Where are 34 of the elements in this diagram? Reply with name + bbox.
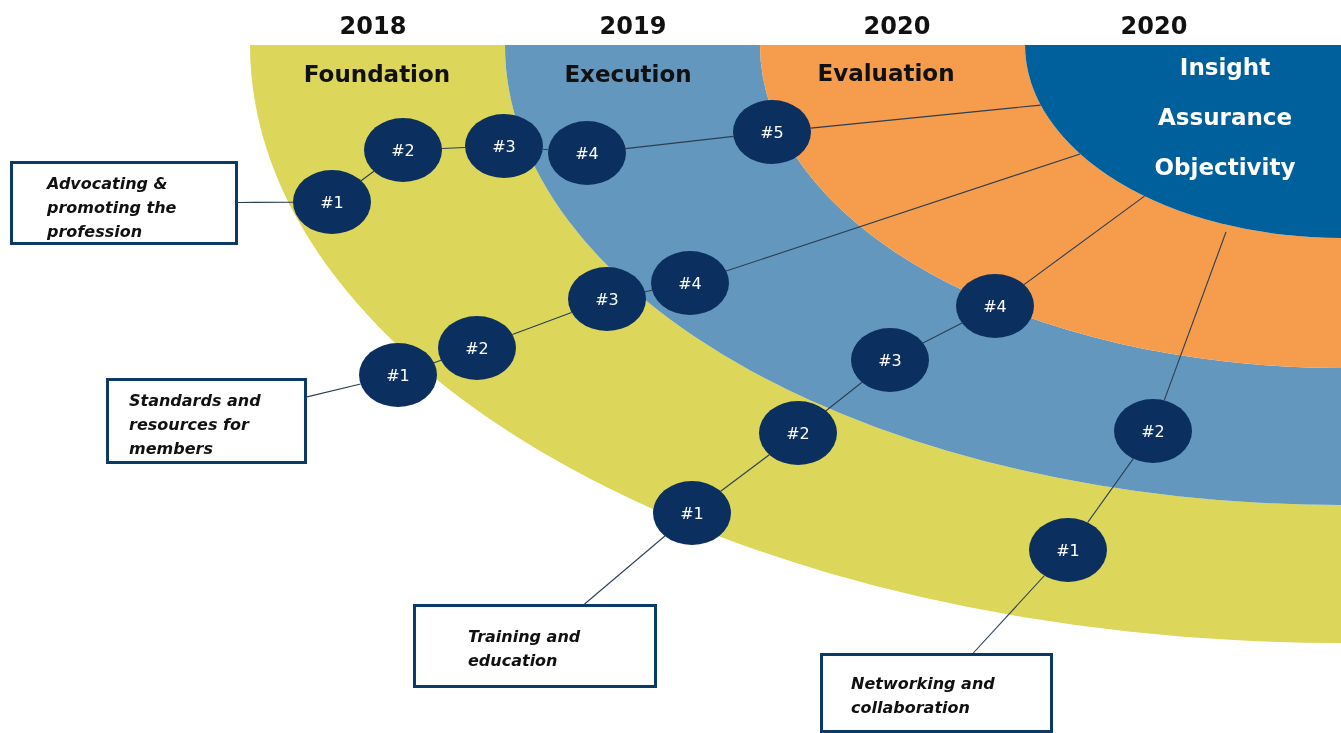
connector-line [584, 535, 666, 605]
topic-card: Networking and collaboration [820, 653, 1053, 733]
connector-line [625, 135, 734, 150]
connector-line [972, 574, 1046, 654]
core-value-text: Assurance [1158, 106, 1292, 129]
connector-line [1163, 231, 1227, 401]
connector-line [725, 153, 1081, 272]
core-value-text: Insight [1179, 56, 1271, 79]
connector-line [720, 454, 770, 492]
band-title: Evaluation [817, 62, 955, 85]
connector-line [441, 146, 466, 150]
band-title: Foundation [303, 63, 451, 86]
connector-line [922, 322, 963, 344]
connector-line [1087, 458, 1134, 523]
connector-line [825, 381, 863, 412]
topic-card: Advocating & promoting the profession [10, 161, 238, 245]
topic-card: Training and education [413, 604, 657, 688]
year-label: 2020 [1120, 14, 1188, 38]
year-label: 2020 [863, 14, 931, 38]
year-label: 2019 [599, 14, 667, 38]
connector-line [1023, 195, 1146, 286]
topic-card: Standards and resources for members [106, 378, 307, 464]
connector-line [810, 104, 1042, 129]
connector-line [644, 289, 653, 293]
connector-line [237, 201, 294, 204]
connector-line [511, 311, 573, 336]
band-title: Execution [564, 63, 692, 86]
connector-line [306, 383, 362, 398]
connector-line [542, 148, 549, 151]
year-label: 2018 [339, 14, 407, 38]
connector-line [433, 359, 442, 364]
step-circle: #1 [359, 343, 437, 407]
connector-line [360, 170, 375, 182]
core-value-text: Objectivity [1154, 156, 1296, 179]
